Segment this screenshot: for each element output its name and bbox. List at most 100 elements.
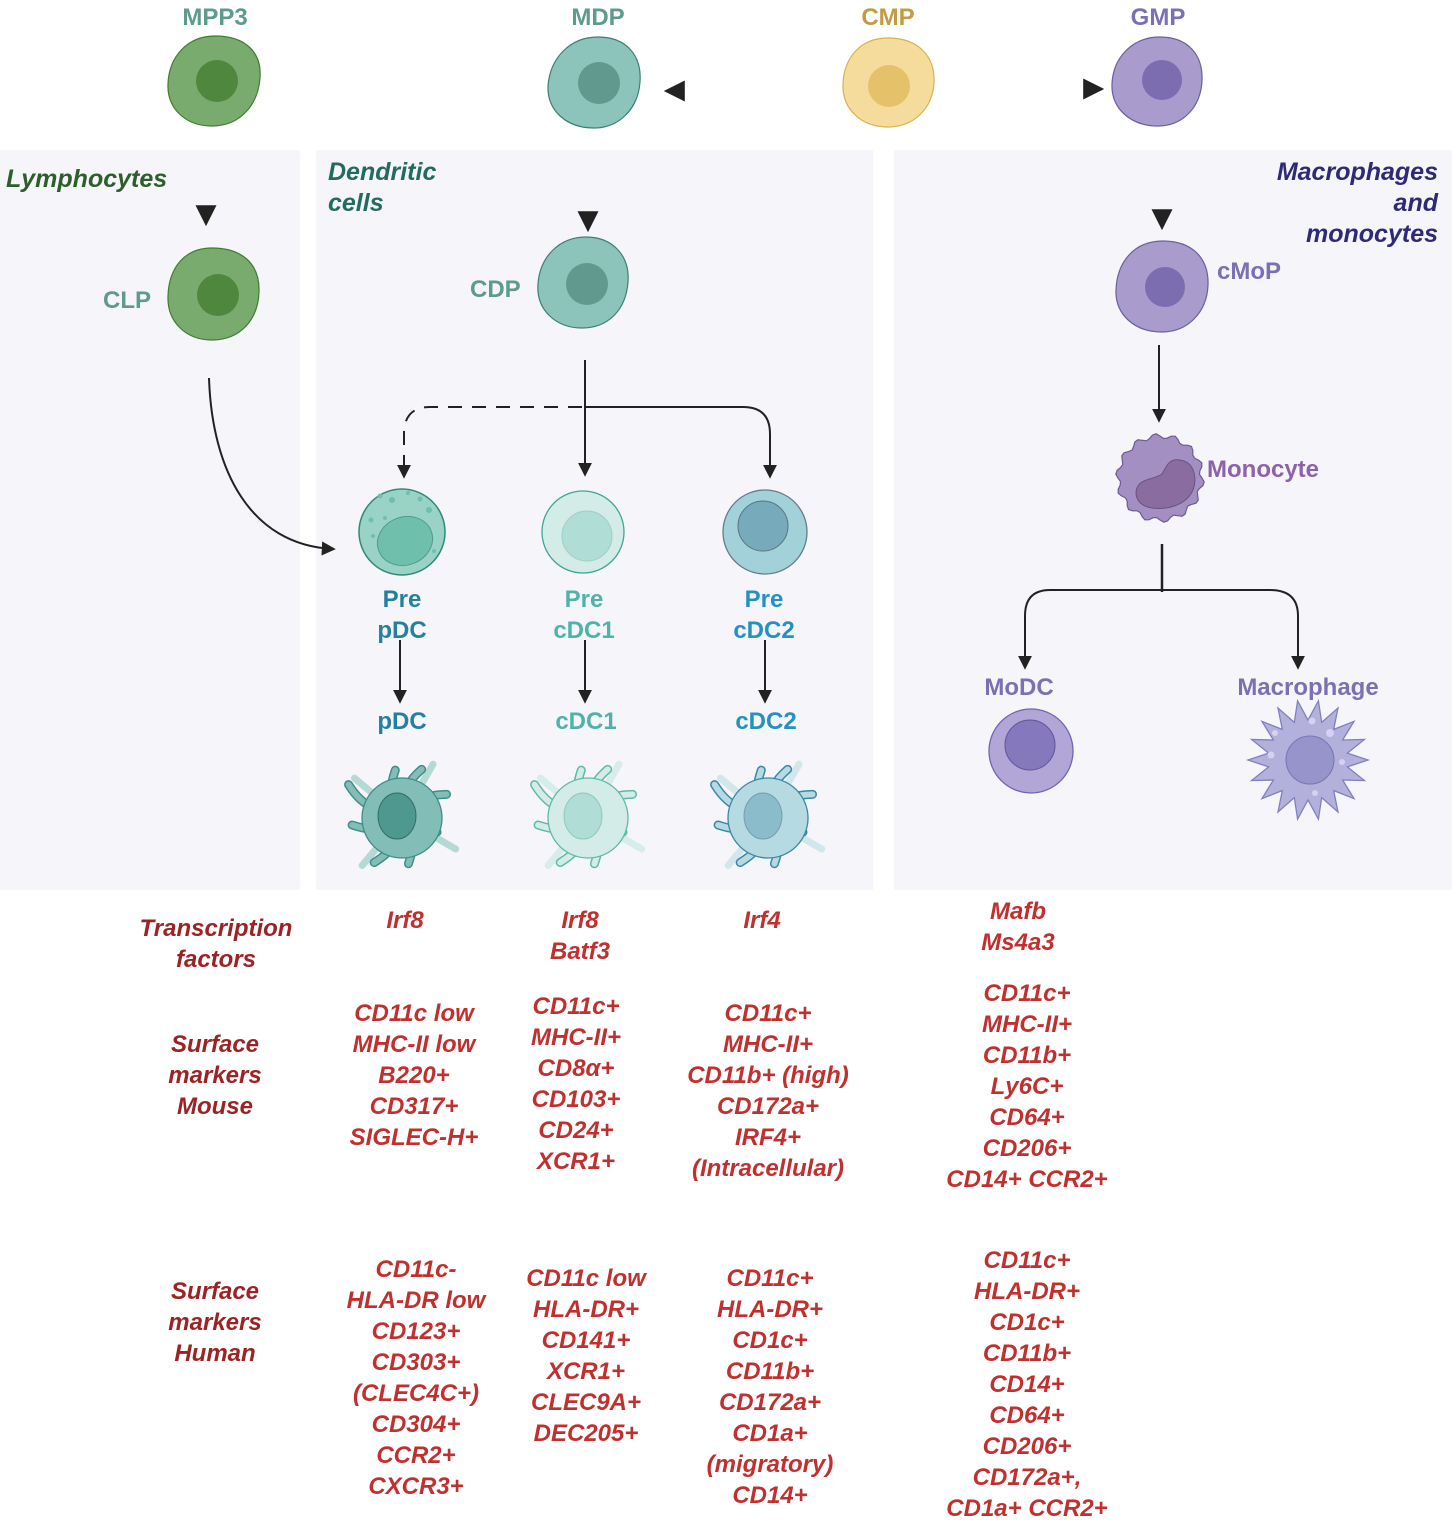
marker-item: CD11c- [375, 1256, 457, 1283]
marker-item: (CLEC4C+) [352, 1380, 479, 1407]
marker-item: CD172a+ [716, 1093, 820, 1120]
marker-item: CD303+ [371, 1349, 461, 1376]
marker-item: MHC-II+ [723, 1031, 813, 1058]
pdc-cell-icon [344, 760, 460, 869]
mdp-cell-icon [547, 36, 641, 129]
pre-cdc1-cell-icon [541, 490, 625, 574]
marker-item: B220+ [378, 1062, 450, 1089]
cdc1-cell-icon [530, 760, 646, 869]
mouse-markers-header: Surface markers Mouse [168, 1031, 262, 1120]
modc-cell-icon [988, 708, 1074, 794]
pre-pdc-label: Pre pDC [377, 586, 427, 644]
marker-item: XCR1+ [546, 1358, 626, 1385]
modc-label: MoDC [984, 674, 1054, 701]
lineage-diagram [167, 35, 1371, 869]
marker-item: CD1a+ [732, 1420, 808, 1447]
dendritic-cells-title: Dendritic cells [328, 158, 437, 217]
marker-item: CD11c+ [983, 980, 1071, 1007]
marker-item: CD64+ [989, 1104, 1065, 1131]
macrophage-label: Macrophage [1237, 674, 1379, 701]
cdc1-label: cDC1 [555, 708, 617, 735]
marker-item: CD172a+, [972, 1464, 1082, 1491]
clp-label: CLP [103, 287, 151, 314]
mouse-markers-mono: CD11c+ MHC-II+ CD11b+ Ly6C+ CD64+ CD206+ CD14+… [946, 978, 1107, 1195]
marker-item: CD123+ [371, 1318, 461, 1345]
marker-item: CD1c+ [732, 1327, 808, 1354]
pre-pdc-cell-icon [358, 488, 446, 576]
clp-cell-icon [167, 247, 260, 341]
marker-item: Ly6C+ [990, 1073, 1064, 1100]
mpp3-cell-icon [167, 35, 261, 127]
monocyte-cell-icon [1115, 433, 1205, 523]
marker-item: CD1c+ [989, 1309, 1065, 1336]
arrow-cdp-to-pre-cdc2 [585, 406, 777, 479]
marker-item: CD14+ [732, 1482, 808, 1509]
marker-item: Mafb [989, 898, 1046, 925]
cmp-cell-icon [842, 37, 935, 128]
marker-item: Batf3 [549, 938, 611, 965]
marker-item: CD14+ CCR2+ [946, 1166, 1108, 1193]
arrow-cdp-to-pre-pdc [397, 406, 582, 479]
marker-item: CD11b+ [982, 1042, 1072, 1069]
cdc2-cell-icon [710, 760, 826, 869]
cmop-label: cMoP [1217, 258, 1282, 285]
monocyte-label: Monocyte [1207, 456, 1320, 483]
marker-item: CD11c+ [726, 1265, 814, 1292]
marker-item: CD64+ [989, 1402, 1065, 1429]
marker-item: CCR2+ [376, 1442, 456, 1469]
marker-item: CD14+ [989, 1371, 1065, 1398]
marker-item: CD11c low [526, 1265, 646, 1292]
marker-item: CD304+ [371, 1411, 461, 1438]
marker-item: MHC-II+ [531, 1024, 621, 1051]
marker-item: CD103+ [531, 1086, 621, 1113]
human-markers-cdc2: CD11c+ HLA-DR+ CD1c+ CD11b+ CD172a+ CD1a+ (mig… [707, 1263, 834, 1511]
arrow-monocyte-to-macrophage [1162, 589, 1305, 670]
mdp-label: MDP [571, 4, 625, 31]
gmp-label: GMP [1130, 4, 1186, 31]
transcription-factors-header: Transcription factors [139, 915, 293, 973]
marker-item: CD24+ [538, 1117, 614, 1144]
mouse-markers-cdc2: CD11c+MHC-II+CD11b+ (high)CD172a+IRF4+(I… [687, 998, 849, 1184]
marker-item: CD206+ [982, 1433, 1072, 1460]
mouse-markers-cdc1: CD11c+MHC-II+CD8α+CD103+CD24+XCR1+ [531, 991, 621, 1177]
cmop-cell-icon [1115, 240, 1209, 333]
marker-item: CD141+ [541, 1327, 631, 1354]
marker-item: CD11c+ [532, 993, 620, 1020]
marker-item: SIGLEC-H+ [349, 1124, 479, 1151]
mpp3-label: MPP3 [182, 4, 248, 31]
marker-item: HLA-DR low [346, 1287, 486, 1314]
human-markers-mono: CD11c+ HLA-DR+ CD1c+ CD11b+ CD14+ CD64+ CD206+… [946, 1245, 1107, 1524]
pdc-label: pDC [377, 708, 427, 735]
tf-cdc2: Irf4 [743, 905, 780, 936]
marker-item: CD8α+ [537, 1055, 615, 1082]
marker-item: Irf4 [743, 907, 781, 934]
marker-item: CD11c+ [983, 1247, 1071, 1274]
marker-item: CD11b+ [725, 1358, 815, 1385]
cdp-label: CDP [470, 276, 521, 303]
marker-item: CD11c+ [724, 1000, 812, 1027]
marker-item: (migratory) [706, 1451, 834, 1478]
gmp-cell-icon [1111, 36, 1203, 127]
marker-item: Irf8 [561, 907, 599, 934]
marker-item: CD11c low [354, 1000, 474, 1027]
cdc2-label: cDC2 [735, 708, 797, 735]
lymphocytes-title: Lymphocytes [6, 165, 168, 193]
pre-cdc2-label: Pre cDC2 [733, 586, 795, 644]
marker-item: DEC205+ [533, 1420, 639, 1447]
marker-item: CD172a+ [718, 1389, 822, 1416]
marker-item: Ms4a3 [981, 929, 1055, 956]
marker-item: IRF4+ [734, 1124, 802, 1151]
marker-item: CLEC9A+ [530, 1389, 642, 1416]
marker-item: CD11b+ [982, 1340, 1072, 1367]
marker-item: HLA-DR+ [717, 1296, 823, 1323]
marker-item: CD1a+ CCR2+ [946, 1495, 1108, 1522]
marker-item: CD206+ [982, 1135, 1072, 1162]
marker-item: HLA-DR+ [974, 1278, 1080, 1305]
marker-item: MHC-II+ [982, 1011, 1072, 1038]
marker-item: (Intracellular) [691, 1155, 845, 1182]
